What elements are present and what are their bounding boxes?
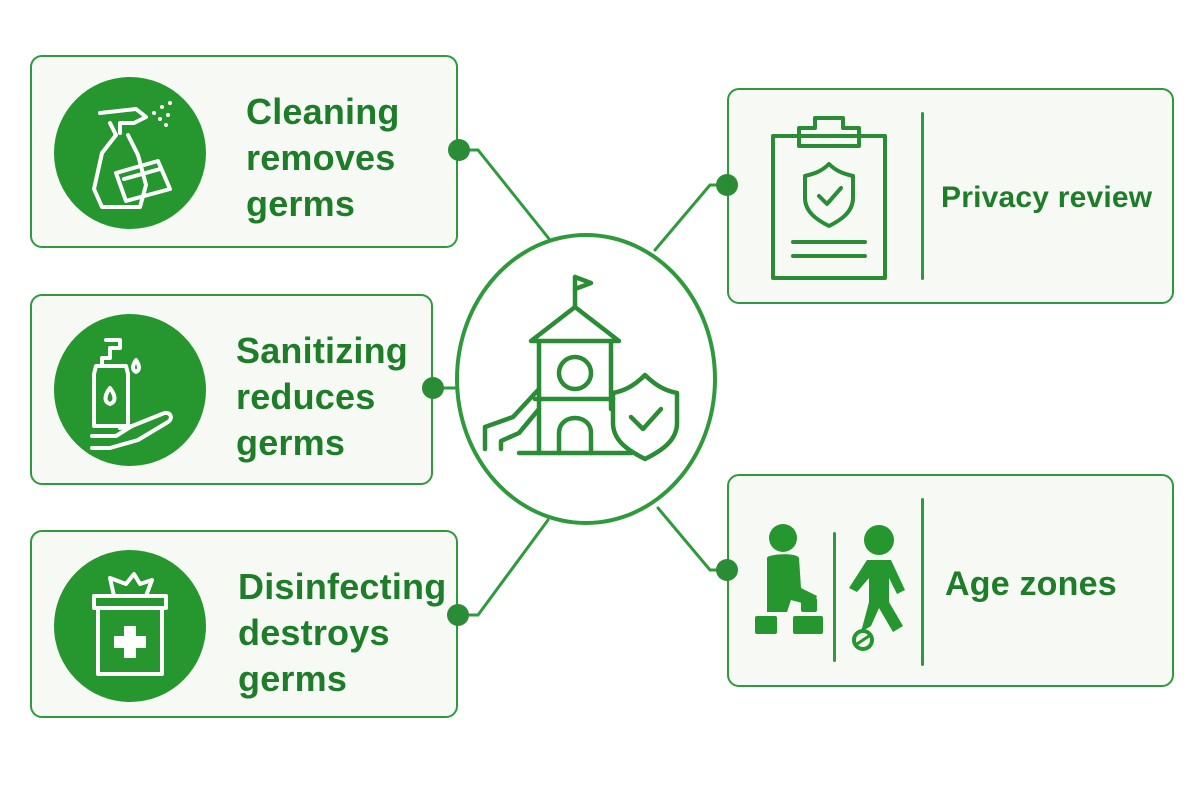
card-cleaning-label: Cleaning removes germs <box>246 89 400 227</box>
card-privacy-label: Privacy review <box>941 181 1153 214</box>
card-age-zones: Age zones <box>727 474 1174 687</box>
card-sanitizing-line-2: reduces <box>236 376 376 417</box>
card-disinfecting: Disinfecting destroys germs <box>30 530 458 718</box>
connector-cleaning <box>457 148 552 242</box>
sanitizer-hand-icon <box>54 314 206 466</box>
card-cleaning-line-2: removes <box>246 137 396 178</box>
connector-dot-age-zones <box>716 559 738 581</box>
center-hub <box>455 233 717 525</box>
spray-bottle-cloth-icon <box>54 77 206 229</box>
card-disinfecting-label: Disinfecting destroys germs <box>238 564 446 702</box>
card-disinfecting-line-1: Disinfecting <box>238 566 447 607</box>
children-zones-icon <box>755 524 905 662</box>
wipes-container-icon <box>54 550 206 702</box>
connector-disinfecting <box>456 518 550 617</box>
card-cleaning-line-1: Cleaning <box>246 91 400 132</box>
card-disinfecting-line-2: destroys <box>238 612 390 653</box>
card-cleaning-line-3: germs <box>246 183 356 224</box>
connector-dot-privacy <box>716 174 738 196</box>
clipboard-shield-icon <box>771 116 887 280</box>
card-sanitizing: Sanitizing reduces germs <box>30 294 433 485</box>
connector-dot-cleaning <box>448 139 470 161</box>
card-age-zones-label: Age zones <box>945 565 1117 603</box>
privacy-divider <box>921 112 924 280</box>
card-disinfecting-line-3: germs <box>238 658 348 699</box>
connector-dot-sanitizing <box>422 377 444 399</box>
age-zones-divider <box>921 498 924 666</box>
card-sanitizing-label: Sanitizing reduces germs <box>236 328 408 466</box>
card-cleaning: Cleaning removes germs <box>30 55 458 248</box>
card-sanitizing-line-3: germs <box>236 422 346 463</box>
card-sanitizing-line-1: Sanitizing <box>236 330 408 371</box>
connector-dot-disinfecting <box>447 604 469 626</box>
playground-shield-icon <box>482 274 680 462</box>
card-privacy: Privacy review <box>727 88 1174 304</box>
